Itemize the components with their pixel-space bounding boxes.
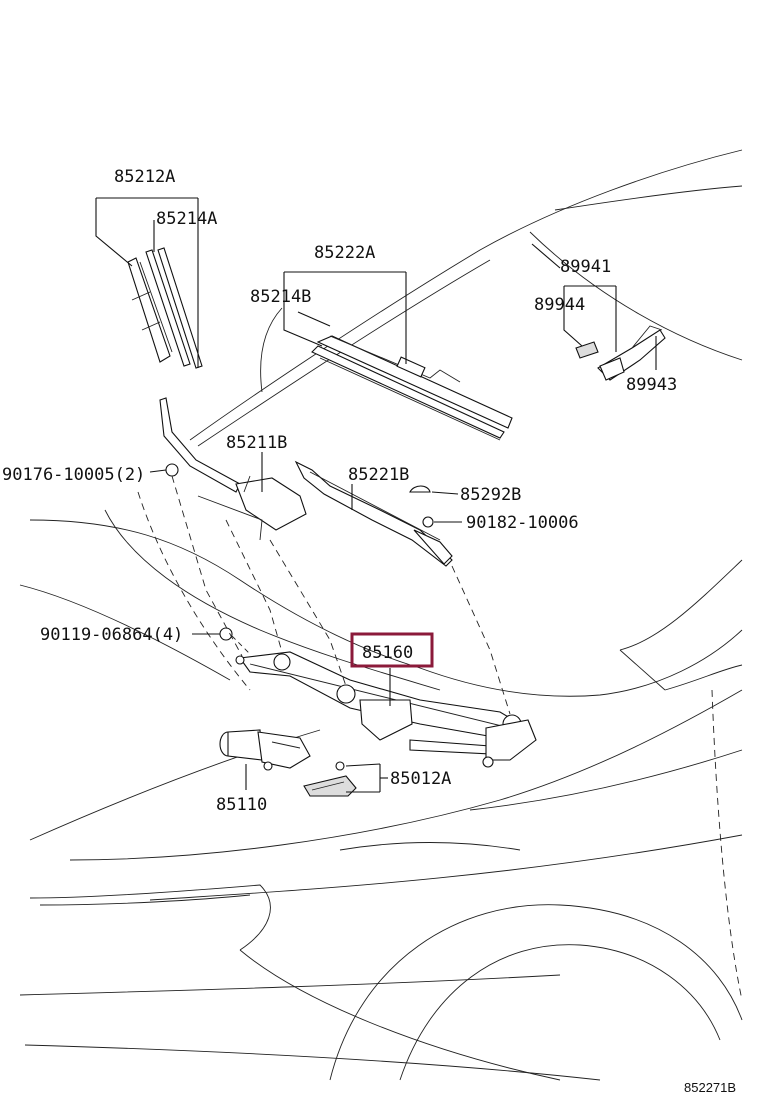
label-85292B: 85292B	[460, 485, 521, 505]
label-85214B: 85214B	[250, 287, 311, 307]
label-85110: 85110	[216, 795, 267, 815]
washer-nozzle	[575, 325, 666, 381]
label-89944: 89944	[534, 295, 585, 315]
label-85221B: 85221B	[348, 465, 409, 485]
label-85222A: 85222A	[314, 243, 375, 263]
label-89941: 89941	[560, 257, 611, 277]
label-85012A: 85012A	[390, 769, 451, 789]
label-85211B: 85211B	[226, 433, 287, 453]
motor-bracket	[303, 775, 357, 797]
rear-wiper-arm	[294, 460, 453, 567]
dashed-relation-lines	[137, 475, 511, 715]
wiper-link-assembly	[235, 651, 537, 768]
label-85214A: 85214A	[156, 209, 217, 229]
wiper-motor	[219, 729, 311, 771]
label-90176-10005: 90176-10005(2)	[2, 465, 145, 485]
rear-wiper-blade	[311, 335, 513, 441]
leader-lines	[95, 197, 657, 793]
label-85212A: 85212A	[114, 167, 175, 187]
part-labels: 85212A 85214A 85222A 85214B 89941 89944 …	[2, 167, 736, 1095]
label-90119-06864: 90119-06864(4)	[40, 625, 183, 645]
car-body-outline	[19, 149, 743, 1081]
highlight-box-85160	[350, 632, 434, 668]
label-90182-10006: 90182-10006	[466, 513, 579, 533]
label-85160: 85160	[362, 643, 413, 663]
front-wiper-arm	[159, 397, 307, 541]
label-89943: 89943	[626, 375, 677, 395]
diagram-reference-number: 852271B	[684, 1080, 736, 1095]
front-wiper-blade	[127, 247, 203, 369]
